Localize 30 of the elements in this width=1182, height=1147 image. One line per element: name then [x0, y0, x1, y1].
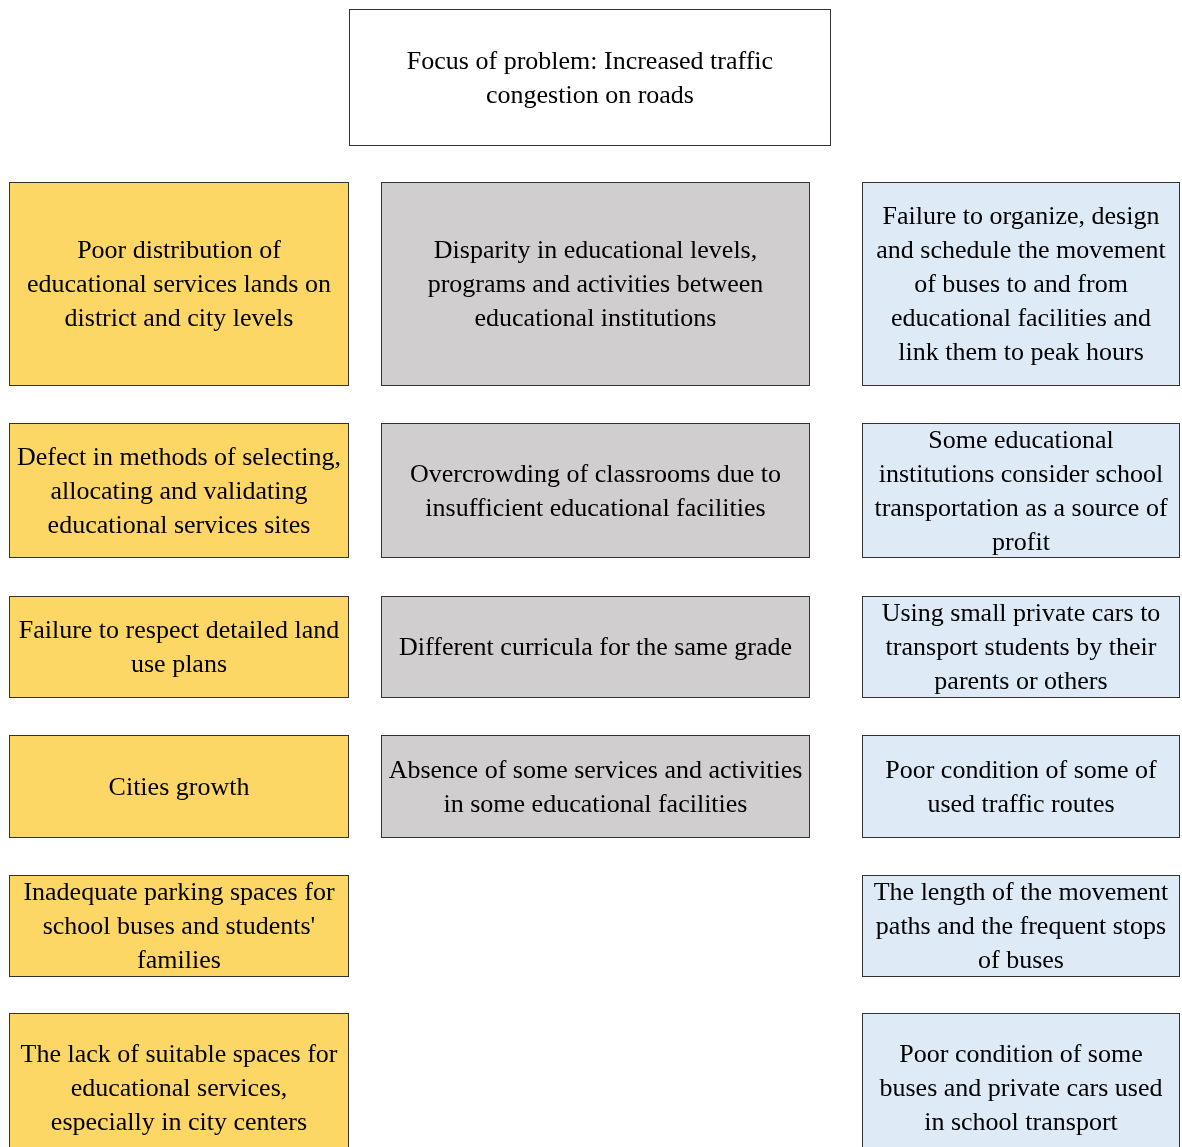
- text-box: [862, 1013, 1180, 1147]
- text-box: [9, 182, 349, 386]
- box-text: Absence of some services and activities in some educational facilities: [387, 753, 804, 820]
- box-text: Poor distribution of educational services lands on district and city levels: [26, 234, 332, 334]
- box-text: Cities growth: [107, 770, 251, 803]
- box-text: Failure to organize, design and schedule the movement of buses to and from educational facilities and link them to peak hours: [875, 200, 1167, 368]
- box-text: The length of the movement paths and the frequent stops of buses: [872, 876, 1170, 976]
- box-text: Poor condition of some of used traffic routes: [884, 753, 1158, 820]
- text-box: [349, 9, 831, 146]
- box-text: Disparity in educational levels, programs and activities between educational institutions: [426, 234, 765, 334]
- text-box: [381, 182, 810, 386]
- text-box: [9, 1013, 349, 1147]
- box-text: Defect in methods of selecting, allocating and validating educational services sites: [15, 440, 343, 541]
- box-text: Overcrowding of classrooms due to insufficient educational facilities: [408, 457, 783, 524]
- text-box: [862, 182, 1180, 386]
- box-text: Focus of problem: Increased traffic congestion on roads: [405, 44, 775, 111]
- text-box: [9, 423, 349, 558]
- box-text: Using small private cars to transport students by their parents or others: [880, 597, 1162, 697]
- text-box: [9, 735, 349, 838]
- text-box: [381, 423, 810, 558]
- text-box: [381, 735, 810, 838]
- box-text: The lack of suitable spaces for educational services, especially in city centers: [19, 1038, 339, 1138]
- box-text: Poor condition of some buses and private cars used in school transport: [878, 1038, 1164, 1138]
- box-text: Failure to respect detailed land use plans: [17, 614, 341, 680]
- text-box: [381, 596, 810, 698]
- box-text: Different curricula for the same grade: [398, 631, 793, 663]
- box-text: Inadequate parking spaces for school buses and students' families: [22, 876, 336, 976]
- box-text: Some educational institutions consider school transportation as a source of profit: [873, 423, 1169, 558]
- text-box: [862, 735, 1180, 838]
- text-box: [9, 596, 349, 698]
